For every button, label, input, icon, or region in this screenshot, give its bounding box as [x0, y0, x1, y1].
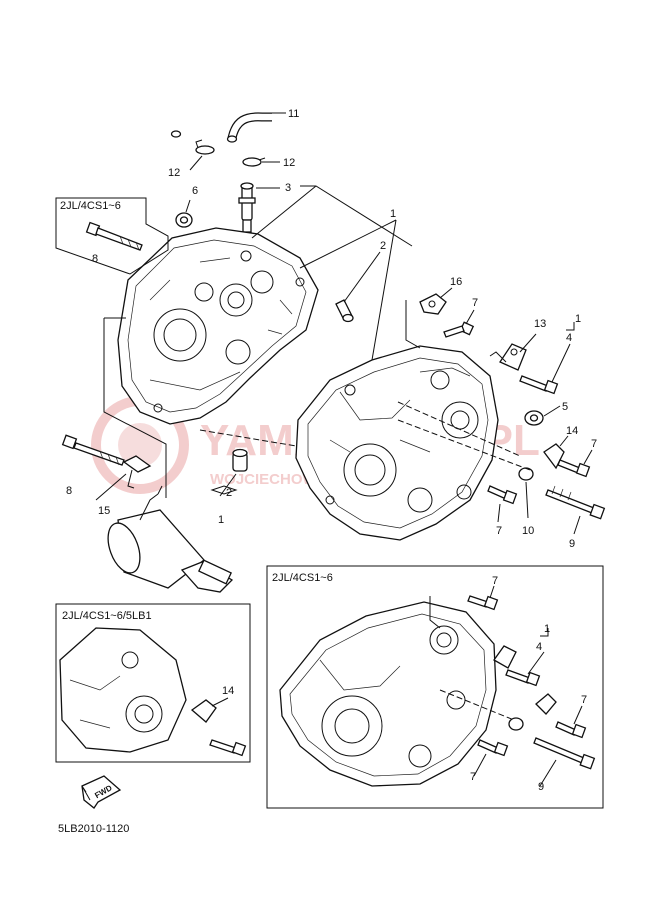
- callout-5: 5: [562, 401, 568, 413]
- bolt-7-lower: [487, 485, 518, 505]
- callout-12-left: 12: [168, 167, 180, 179]
- callout-labels: 11 12 12 3 6 1 2 8 16 7 13 1 4 5 14 7 8 …: [66, 108, 597, 793]
- callout-10: 10: [522, 525, 534, 537]
- bolt-8-bottom: [61, 434, 125, 466]
- breather-hose: [170, 112, 272, 143]
- callout-7-b: 7: [591, 438, 597, 450]
- callout-7-c: 7: [496, 525, 502, 537]
- crankcase-right: [295, 345, 499, 541]
- callout-9-top: 9: [569, 538, 575, 550]
- callout-1-inset: 1: [544, 623, 550, 635]
- dowel-pin-upper: [335, 299, 354, 323]
- callout-13: 13: [534, 318, 546, 330]
- bolt-9: [545, 485, 606, 520]
- callout-7-e: 7: [581, 694, 587, 706]
- bolt-4-upper: [519, 375, 559, 395]
- callout-16: 16: [450, 276, 462, 288]
- bracket-13: [499, 343, 527, 371]
- inset-bottom-left-drawing: [59, 627, 247, 757]
- callout-7-d: 7: [492, 575, 498, 587]
- hose-clip-right: [242, 157, 266, 167]
- callout-6: 6: [192, 185, 198, 197]
- callout-8-top: 8: [92, 253, 98, 265]
- fwd-arrow-icon: FWD: [81, 775, 122, 809]
- callout-8-bottom: 8: [66, 485, 72, 497]
- inset-bottom-left: [55, 603, 251, 763]
- hose-clip-left: [195, 139, 215, 155]
- callout-2-top: 2: [380, 240, 386, 252]
- callout-7-a: 7: [472, 297, 478, 309]
- bolt-7-right: [557, 459, 591, 478]
- washer-6: [175, 212, 193, 228]
- breather-fitting: [238, 182, 256, 233]
- inset-bottom-left-label: 2JL/4CS1~6/5LB1: [62, 610, 152, 622]
- inset-bottom-right-drawing: [279, 585, 596, 787]
- clamp-15: [122, 455, 152, 489]
- crankcase-left: [117, 227, 319, 425]
- callout-1-bottom: 1: [218, 514, 224, 526]
- callout-4-right: 4: [566, 332, 572, 344]
- bracket-16: [419, 293, 447, 315]
- inset-bottom-right-label: 2JL/4CS1~6: [272, 572, 333, 584]
- callout-1-top: 1: [390, 208, 396, 220]
- callout-9-inset: 9: [538, 781, 544, 793]
- callout-12-right: 12: [283, 157, 295, 169]
- callout-14-top: 14: [566, 425, 578, 437]
- washer-5: [524, 410, 544, 426]
- inset-top-left-label: 2JL/4CS1~6: [60, 200, 121, 212]
- bolt-8-top: [85, 221, 143, 251]
- starter-motor: [107, 485, 234, 593]
- callout-3: 3: [285, 182, 291, 194]
- bolt-7-upper: [443, 321, 475, 338]
- inset-bottom-right: [266, 565, 604, 809]
- dowel-pin-lower: [232, 448, 248, 472]
- callout-1-right: 1: [575, 313, 581, 325]
- leader-lines: [95, 112, 593, 535]
- callout-14-inset: 14: [222, 685, 234, 697]
- callout-11: 11: [288, 108, 299, 120]
- callout-15: 15: [98, 505, 110, 517]
- callout-4-inset: 4: [536, 641, 542, 653]
- inset-top-left: 2JL/4CS1~6: [55, 197, 169, 275]
- washer-10: [518, 467, 534, 481]
- callout-7-f: 7: [470, 771, 476, 783]
- diagram-code: 5LB2010-1120: [58, 823, 129, 835]
- callout-2-bottom: 2: [226, 487, 232, 499]
